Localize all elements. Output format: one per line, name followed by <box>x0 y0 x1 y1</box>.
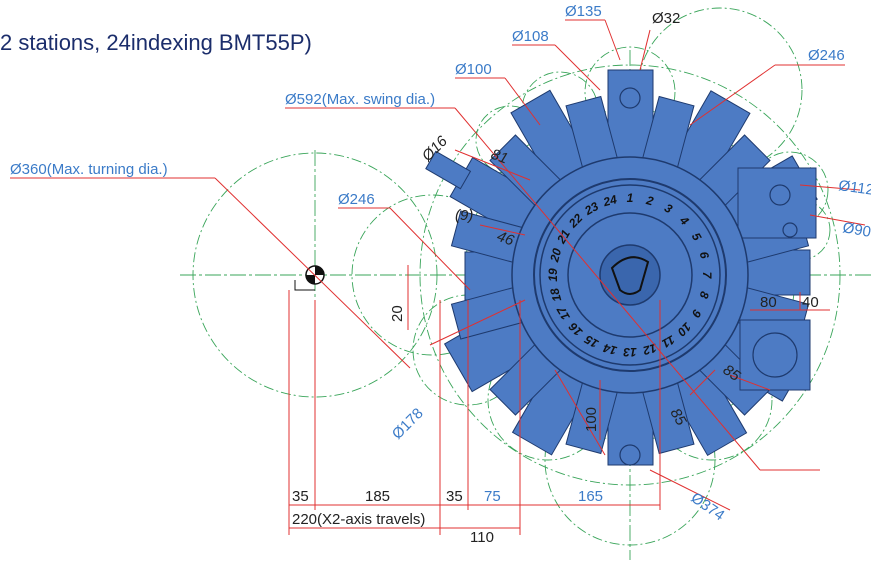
label-d32: Ø32 <box>652 10 680 27</box>
label-d108: Ø108 <box>512 28 549 45</box>
label-d360: Ø360(Max. turning dia.) <box>10 161 168 178</box>
turret-hub <box>599 244 661 306</box>
motor-block-right <box>737 167 817 239</box>
label-d246-top: Ø246 <box>808 47 845 64</box>
station-number: 6 <box>697 250 712 260</box>
title-part-2: 24indexing BMT55P) <box>106 30 312 55</box>
station-number: 12 <box>641 341 658 358</box>
label-d592: Ø592(Max. swing dia.) <box>285 91 435 108</box>
station-number: 15 <box>582 332 601 351</box>
label-20: 20 <box>389 305 406 322</box>
label-85b: 85 <box>667 406 690 430</box>
station-number: 7 <box>700 272 714 280</box>
station-number: 2 <box>644 193 655 209</box>
label-d90: Ø90 <box>841 219 871 241</box>
station-number: 24 <box>601 192 619 209</box>
station-number: 19 <box>546 268 560 282</box>
d135-circle <box>584 46 676 138</box>
label-d100: Ø100 <box>455 61 492 78</box>
station-number: 13 <box>623 345 637 359</box>
label-d112: Ø112 <box>837 177 871 199</box>
motor-block-lower-right <box>739 319 811 391</box>
label-80: 80 <box>760 294 777 311</box>
label-165: 165 <box>578 488 603 505</box>
label-d135: Ø135 <box>565 3 602 20</box>
label-100: 100 <box>583 407 600 432</box>
label-81: 81 <box>489 146 510 168</box>
turret-ring-1 <box>533 178 727 372</box>
label-35a: 35 <box>292 488 309 505</box>
title-part-1: 2 stations, <box>0 30 107 55</box>
turret-ring-2 <box>539 184 721 366</box>
station-number: 14 <box>602 341 619 358</box>
label-d246-left: Ø246 <box>338 191 375 208</box>
label-40: 40 <box>802 294 819 311</box>
label-220: 220(X2-axis travels) <box>292 511 425 528</box>
label-d178: Ø178 <box>389 405 427 443</box>
label-110: 110 <box>470 529 494 546</box>
label-75: 75 <box>484 488 501 505</box>
station-number: 1 <box>627 191 634 205</box>
label-185: 185 <box>365 488 390 505</box>
dimension-labels: Ø135 Ø32 Ø108 Ø246 Ø100 Ø592(Max. swing … <box>10 3 871 546</box>
turret-ring-3 <box>567 212 693 338</box>
station-number: 23 <box>581 199 601 218</box>
station-number: 18 <box>547 286 564 303</box>
label-d374: Ø374 <box>688 489 728 524</box>
label-9: (9) <box>455 207 473 224</box>
station-number: 20 <box>547 247 564 265</box>
label-35b: 35 <box>446 488 463 505</box>
hub-shield-icon <box>610 256 650 295</box>
dimension-lines <box>10 19 866 535</box>
label-46: 46 <box>495 228 517 250</box>
station-number: 8 <box>696 290 711 300</box>
page-title: 2 stations, 24indexing BMT55P) <box>0 30 312 56</box>
